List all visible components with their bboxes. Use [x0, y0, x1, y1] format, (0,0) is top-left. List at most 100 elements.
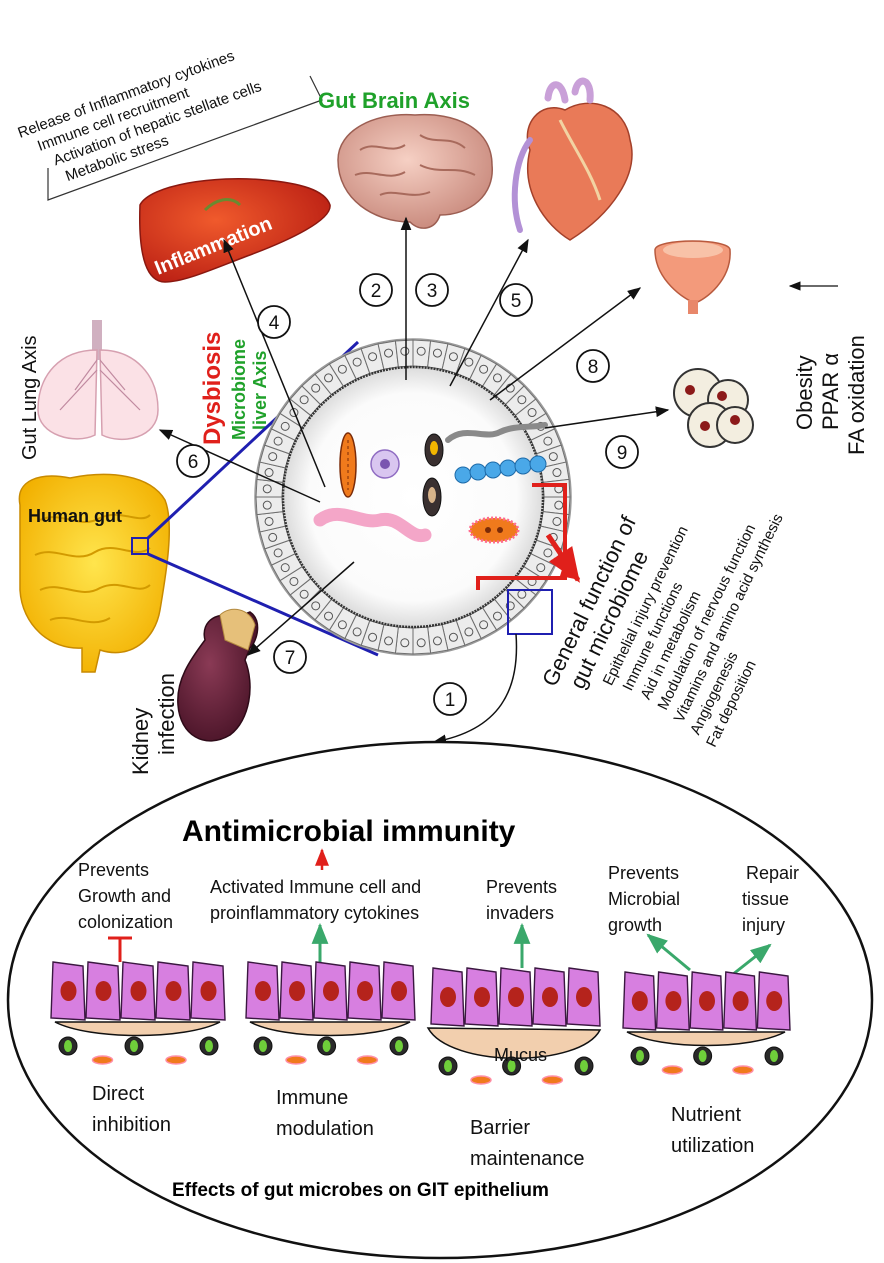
pathway-number-4: 4 [257, 305, 291, 339]
svg-text:utilization: utilization [671, 1135, 754, 1157]
pathway-number-8: 8 [576, 349, 610, 383]
cell-nucleus [200, 981, 217, 1001]
rod-bacterium-orange [339, 432, 357, 498]
liver-effects-bracket [47, 75, 323, 201]
rod-microbe [541, 1075, 564, 1085]
lungs-illustration [37, 320, 159, 441]
pathway-number-5: 5 [499, 283, 533, 317]
cell-nucleus [631, 991, 648, 1011]
label-prevents-invaders: Prevents invaders [486, 877, 557, 923]
general-function-block: General function of gut microbiome Epith… [537, 511, 787, 750]
svg-text:4: 4 [269, 313, 280, 334]
epithelial-nucleus [432, 348, 442, 358]
svg-text:Microbial: Microbial [608, 889, 680, 909]
pathway-number-3: 3 [415, 273, 449, 307]
cell-nucleus [474, 987, 490, 1007]
epithelial-nucleus [505, 601, 515, 611]
svg-text:5: 5 [511, 291, 522, 312]
kidney-label: Kidney [128, 708, 153, 775]
arrow-8-to-bladder [489, 287, 642, 401]
arrow-7-to-kidney [246, 561, 355, 656]
human-gut-illustration: Human gut [18, 473, 170, 673]
lamina-layer [626, 1031, 786, 1047]
epithelial-nucleus [299, 395, 309, 405]
label-prevents-microbial: Prevents Microbial growth [608, 863, 680, 935]
dark-spore-2 [422, 477, 442, 517]
arrow-6-to-lungs [158, 429, 321, 503]
svg-text:Barrier: Barrier [470, 1117, 530, 1139]
lamina-layer [54, 1021, 221, 1037]
rod-microbe [661, 1065, 684, 1075]
fa-oxidation-label: FA oxidation [844, 335, 869, 455]
epithelial-cell [412, 626, 432, 655]
gut-zoom-box [131, 537, 149, 555]
epithelial-nucleus [262, 484, 272, 494]
epithelial-nucleus [448, 632, 458, 642]
epithelium-panel-4 [622, 971, 791, 1075]
bladder-illustration [654, 240, 731, 314]
epithelial-nucleus [448, 352, 458, 362]
green-arrow-microbial [646, 933, 691, 972]
epithelial-nucleus [517, 395, 527, 405]
epithelial-nucleus [554, 500, 564, 510]
cell-nucleus [357, 981, 373, 1001]
svg-text:Nutrient: Nutrient [671, 1104, 741, 1126]
epithelial-nucleus [268, 532, 278, 542]
dark-spore-1 [424, 433, 444, 467]
arrow-9-to-fat [544, 406, 670, 429]
microbes [313, 422, 548, 544]
epithelial-nucleus [400, 346, 410, 356]
epithelial-nucleus [416, 638, 426, 648]
infection-label: infection [154, 673, 179, 755]
epithelial-nucleus [479, 364, 489, 374]
epithelium-panels [50, 961, 791, 1085]
ciliated-bacterium [468, 516, 520, 544]
label-prevents-growth: Prevents Growth and colonization [78, 860, 173, 932]
footer-caption: Effects of gut microbes on GIT epitheliu… [172, 1180, 549, 1201]
svg-text:3: 3 [427, 281, 438, 302]
kidney-illustration [177, 608, 259, 742]
epithelial-nucleus [536, 563, 546, 573]
cell-nucleus [508, 987, 524, 1007]
lumen-zoom-box [507, 589, 553, 635]
epithelial-nucleus [337, 620, 347, 630]
arrow-1-to-bottom [432, 633, 518, 746]
gut-lung-axis-label: Gut Lung Axis [19, 335, 41, 460]
caption-barrier-maintenance: Barrier maintenance [470, 1117, 585, 1170]
epithelial-nucleus [273, 436, 283, 446]
rod-microbe [165, 1055, 187, 1065]
intestinal-lumen [254, 338, 572, 656]
epithelial-nucleus [492, 611, 502, 621]
rod-microbe [91, 1055, 114, 1065]
liver-effects-list: Release of Inflammatory cytokines Immune… [16, 47, 264, 185]
epithelium-panel-1 [50, 961, 226, 1065]
svg-text:Prevents: Prevents [486, 877, 557, 897]
svg-text:Prevents: Prevents [608, 863, 679, 883]
inhibition-t-bar [108, 936, 132, 962]
epithelial-nucleus [264, 468, 274, 478]
caption-immune-modulation: Immune modulation [276, 1087, 374, 1140]
svg-text:1: 1 [445, 690, 456, 711]
epithelium-panel-3 [426, 967, 602, 1085]
cell-nucleus [542, 987, 558, 1007]
caption-direct-inhibition: Direct inhibition [92, 1083, 171, 1136]
cell-nucleus [95, 981, 112, 1001]
liver-illustration: Inflammation [139, 177, 331, 283]
svg-text:2: 2 [371, 281, 382, 302]
epithelial-nucleus [384, 636, 394, 646]
liver-axis-label: liver Axis [250, 351, 270, 430]
svg-text:injury: injury [742, 915, 785, 935]
brain-illustration [337, 113, 493, 229]
epithelial-nucleus [400, 638, 410, 648]
svg-text:9: 9 [617, 443, 628, 464]
epithelial-cell [394, 339, 414, 368]
microbiome-label: Microbiome [229, 339, 249, 440]
epithelial-nucleus [368, 632, 378, 642]
svg-text:Prevents: Prevents [78, 860, 149, 880]
svg-text:colonization: colonization [78, 912, 173, 932]
obesity-label: Obesity [792, 355, 817, 430]
cell-nucleus [440, 987, 456, 1007]
zoom-line-lower [147, 552, 379, 657]
